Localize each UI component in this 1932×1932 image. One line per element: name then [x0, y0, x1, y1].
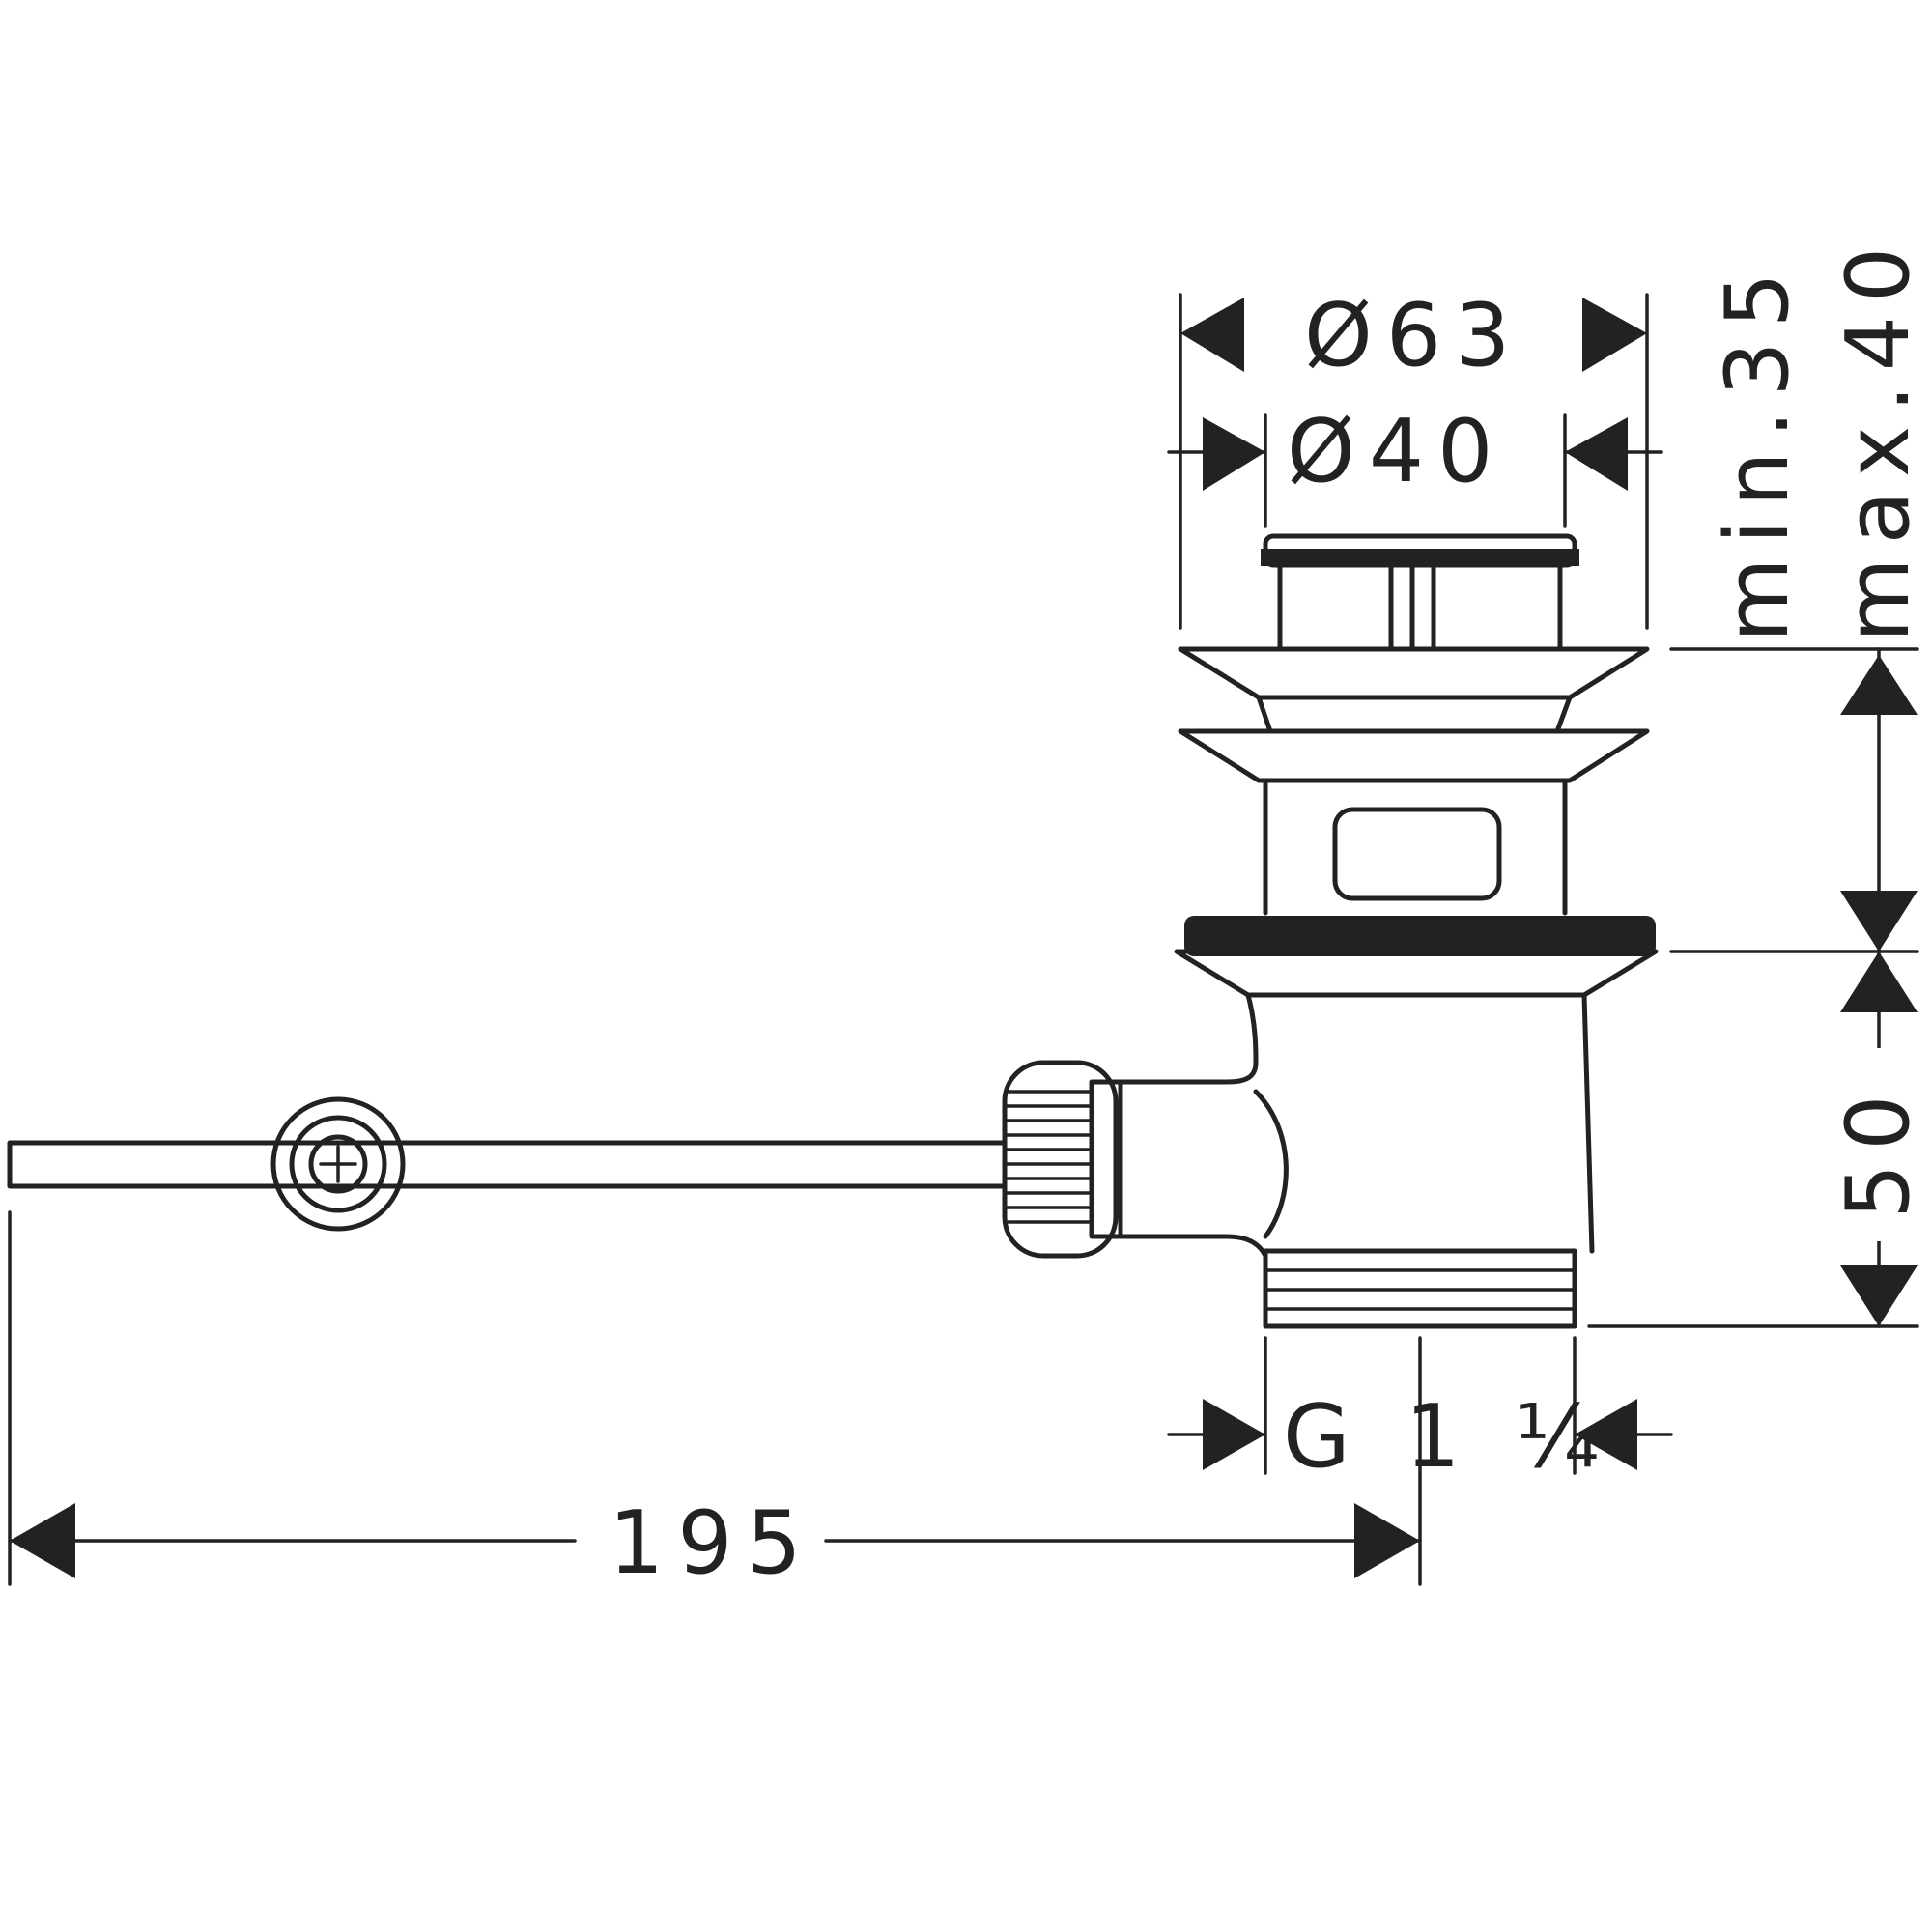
dim-inner-diameter: Ø40 — [1167, 401, 1663, 528]
drain-body — [1113, 992, 1595, 1329]
stroke-max-label: max.40 — [1828, 234, 1929, 642]
side-nut — [1002, 1060, 1123, 1259]
dim-stroke: min.35 max.40 50 — [1587, 234, 1929, 1328]
dim-outer-diameter: Ø63 — [1179, 285, 1649, 630]
popup-plug — [1261, 533, 1579, 652]
pull-rod — [7, 1096, 1008, 1232]
upper-flange — [1178, 646, 1650, 734]
basin-rim — [1174, 916, 1659, 998]
dim-rod-length: 195 — [8, 1210, 1422, 1594]
lower-flange — [1178, 728, 1650, 783]
stroke-min-label: min.35 — [1707, 259, 1808, 642]
dim-thread: G 1 ¼ — [1167, 1336, 1673, 1488]
outer-diameter-label: Ø63 — [1304, 285, 1523, 386]
thread-label: G 1 ¼ — [1283, 1386, 1612, 1488]
rod-length-label: 195 — [609, 1492, 815, 1594]
body-height-label: 50 — [1828, 1081, 1929, 1219]
inner-diameter-label: Ø40 — [1287, 401, 1506, 502]
middle-tube — [1263, 778, 1568, 916]
